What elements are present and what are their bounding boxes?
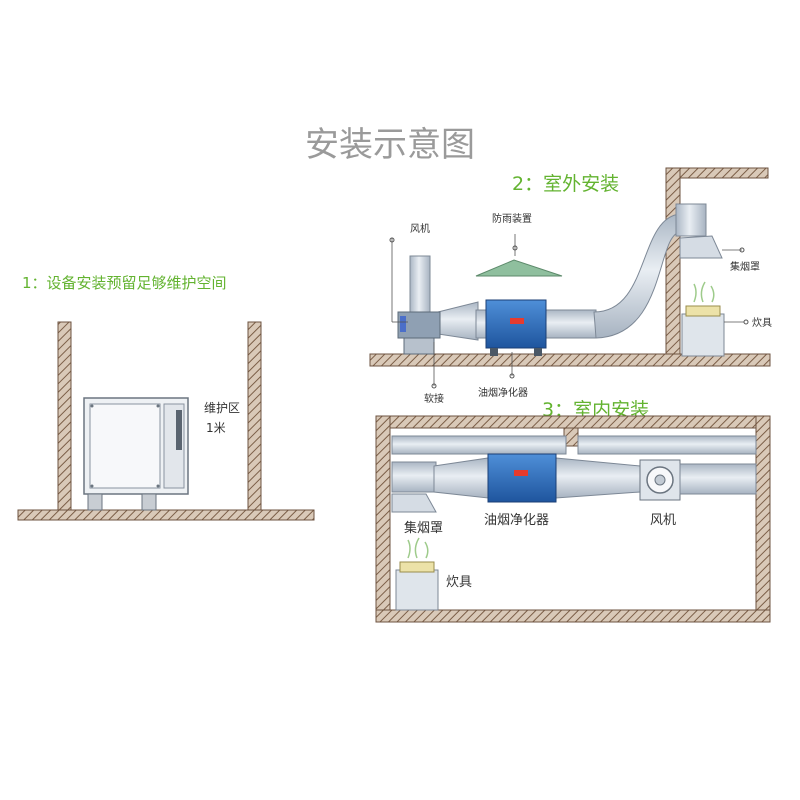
floor [17,509,315,521]
purifier-indoor [487,453,557,503]
left-wall [57,321,72,513]
floor-3 [375,609,771,623]
hood-outdoor [679,235,723,259]
section-1-drawing: 维护区 1米 [17,321,315,521]
soft-joint-label: 软接 [424,392,444,405]
duct-exhaust [679,463,757,495]
ceiling-duct-right [577,435,757,455]
building-wall [665,167,681,357]
right-wall [247,321,262,513]
fan-label-top: 风机 [410,222,430,235]
section-3-drawing: 集烟罩 油烟净化器 风机 炊具 [375,415,771,623]
duct-elbow [675,203,707,237]
hood-label-top: 集烟罩 [730,260,760,273]
section-2-drawing: 风机 防雨装置 集烟罩 炊具 软接 油烟净化器 [369,167,772,405]
fan-inlet [400,316,406,332]
duct-hood-link [391,461,437,493]
fan-label-bottom: 风机 [650,513,676,528]
left-wall-3 [375,415,391,617]
purifier-outdoor [485,299,547,356]
ceiling-duct-left [391,435,567,455]
ground [369,353,771,367]
right-wall-3 [755,415,771,617]
stove-indoor [395,537,439,611]
rain-cover [475,259,563,277]
maintenance-distance-label: 1米 [206,421,226,435]
ceiling-wall [665,167,769,179]
section-2-heading: 2：室外安装 [512,173,619,195]
hood-indoor [391,493,437,513]
section-1-heading: 1：设备安装预留足够维护空间 [22,274,227,292]
ceiling [375,415,771,429]
duct-taper-right [555,457,641,499]
page-title: 安装示意图 [305,125,475,165]
hood-label-bottom: 集烟罩 [404,520,443,536]
purifier-label-bottom: 油烟净化器 [484,513,549,528]
duct-taper-left [433,457,489,499]
purifier-label-top: 油烟净化器 [478,386,528,399]
fan-base [403,337,435,355]
soft-joint [437,301,479,341]
maintenance-area-label: 维护区 [204,401,240,415]
rain-cover-label: 防雨装置 [492,212,532,225]
fan-indoor [639,459,681,501]
stove-label-bottom: 炊具 [446,575,472,590]
purifier-cabinet [83,397,189,511]
stove-label-top: 炊具 [752,316,772,329]
stove-outdoor [681,281,725,357]
